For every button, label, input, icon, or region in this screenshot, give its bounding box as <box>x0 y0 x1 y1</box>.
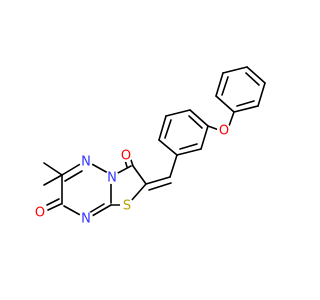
thiazole-ring <box>110 159 147 206</box>
bond-c8a-n-lower-inner <box>88 203 105 214</box>
atom-n-lower-label: N <box>81 212 91 227</box>
bond-ph6-ph1 <box>233 105 259 113</box>
bond-ar1-ar2 <box>158 139 178 156</box>
bond-c2-ch-double <box>148 182 172 191</box>
bond-ph4-ph5 <box>246 66 266 84</box>
bond-ar3-ar4 <box>165 109 191 117</box>
phenyl-ring <box>215 66 266 127</box>
atom-n-upper: N <box>79 154 93 170</box>
molecule-diagram: N N N O O S O <box>33 66 266 227</box>
bond-ph1-ph2 <box>215 95 235 113</box>
atom-s-thiazole-label: S <box>123 199 131 214</box>
bond-ar4-ar5 <box>189 109 209 127</box>
bond-n-bridge-c3 <box>115 165 132 175</box>
bond-ar5-ar6 <box>200 125 209 150</box>
bond-ar6-ar1 <box>176 148 202 156</box>
methyl-group <box>43 162 63 176</box>
benzylidene-linker <box>145 154 178 191</box>
atom-labels: N N N O O S O <box>33 123 231 227</box>
bond-c3-c2 <box>132 165 147 185</box>
bond-c8a-n-lower <box>91 204 112 217</box>
bond-c3-o <box>130 159 134 167</box>
bond-ph2-ph3 <box>215 72 224 97</box>
bond-c6-c7 <box>43 174 63 186</box>
bond-ph6-ph1-inner <box>236 100 255 107</box>
bond-c7-o-double <box>46 198 60 206</box>
atom-n-bridge: N <box>105 170 119 186</box>
bond-ch-aryl <box>169 154 178 178</box>
bond-n-lower-c7 <box>63 205 83 217</box>
atom-n-upper-label: N <box>81 155 91 170</box>
atom-o-ether: O <box>217 123 231 139</box>
bond-ar2-ar3 <box>158 115 167 141</box>
bond-ph3-ph4 <box>222 66 248 74</box>
bond-c6-n-upper-inner <box>64 170 83 182</box>
triazine-ring <box>43 162 112 217</box>
bond-n-upper-n-bridge <box>89 162 109 174</box>
bond-c2-s <box>130 183 147 202</box>
bond-ph5-ph6 <box>257 82 266 107</box>
bond-ph4-ph5-inner <box>245 72 260 86</box>
bond-c6-n-upper <box>61 162 83 176</box>
atom-s-thiazole: S <box>120 198 134 214</box>
bond-ar2-ar3-inner <box>164 119 172 139</box>
atom-o-carbonyl-left: O <box>33 205 47 221</box>
atom-o-carbonyl-left-label: O <box>35 206 45 221</box>
atom-o-carbonyl-right-label: O <box>121 149 131 164</box>
bond-c7-o <box>47 203 62 211</box>
bond-ar6-ar1-inner <box>179 143 198 150</box>
atom-n-bridge-label: N <box>107 171 117 186</box>
bond-c2-ch <box>145 176 171 185</box>
atom-n-lower: N <box>79 211 93 227</box>
bond-ar4-ar5-inner <box>188 115 203 129</box>
structure-canvas: N N N O O S O <box>33 66 266 227</box>
bond-o-ph1 <box>228 111 235 127</box>
bond-c6-ch3 <box>43 162 63 176</box>
bond-ph2-ph3-inner <box>221 76 229 96</box>
atom-o-carbonyl-right: O <box>119 148 133 164</box>
atom-o-ether-label: O <box>219 124 229 139</box>
phenylene-ring <box>158 109 220 156</box>
